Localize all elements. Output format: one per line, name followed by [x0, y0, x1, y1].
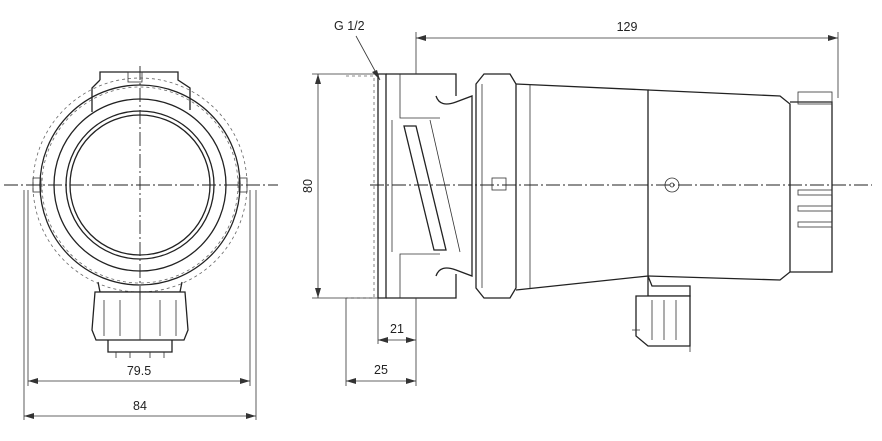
side-port-inner [399, 74, 440, 298]
side-motor-flange [475, 73, 517, 299]
side-port-flange-left [377, 73, 387, 299]
front-connector-ribs [103, 300, 177, 336]
side-housing-dashed [346, 75, 375, 299]
dim-25-arrow-left [346, 378, 356, 384]
side-vent-slot-3 [797, 221, 833, 228]
dim-129-arrow-left [416, 35, 426, 41]
dim-front-width-overall-label: 84 [133, 399, 147, 413]
dim-80-arrow-bottom [315, 288, 321, 298]
front-connector-plug [107, 340, 173, 353]
dim-front-width-label: 79.5 [127, 364, 151, 378]
dim-height-label: 80 [301, 179, 315, 193]
side-connector-tabs [632, 329, 691, 352]
dim-795-arrow-right [240, 378, 250, 384]
side-dimensions: G 1/2 129 80 21 25 [301, 19, 839, 386]
dim-overall-length-label: 129 [617, 20, 638, 34]
side-connector-top [647, 275, 691, 297]
dim-795-arrow-left [28, 378, 38, 384]
dim-129-arrow-right [828, 35, 838, 41]
side-impeller-blade [403, 125, 447, 251]
front-view [4, 66, 278, 358]
dim-84-arrow-left [24, 413, 34, 419]
side-port-body [386, 73, 457, 299]
front-top-bracket-left [91, 79, 101, 112]
front-top-notch [127, 71, 143, 83]
side-connector-box [635, 295, 691, 347]
dim-80-arrow-top [315, 74, 321, 84]
side-flange-screw [491, 177, 507, 191]
dim-21-arrow-left [378, 337, 388, 343]
dim-port-inner-label: 21 [390, 322, 404, 336]
front-dimensions: 79.5 84 [23, 190, 257, 420]
dim-thread-arrow [372, 70, 380, 80]
side-vent-slot-1 [797, 189, 833, 196]
dim-thread-label: G 1/2 [334, 19, 365, 33]
dim-port-outer-label: 25 [374, 363, 388, 377]
side-transition [435, 95, 473, 277]
dim-21-arrow-right [406, 337, 416, 343]
dim-84-arrow-right [246, 413, 256, 419]
side-vent-slot-2 [797, 205, 833, 212]
side-control-top [797, 91, 833, 105]
dim-25-arrow-right [406, 378, 416, 384]
side-motor-rear [647, 89, 791, 281]
front-top-bracket [99, 71, 191, 110]
side-control-box [790, 101, 833, 273]
front-connector-pins [115, 352, 165, 358]
side-connector-ribs [651, 300, 677, 340]
side-port-diagonal [429, 119, 461, 253]
side-view [346, 73, 872, 352]
side-motor-body [515, 83, 649, 291]
